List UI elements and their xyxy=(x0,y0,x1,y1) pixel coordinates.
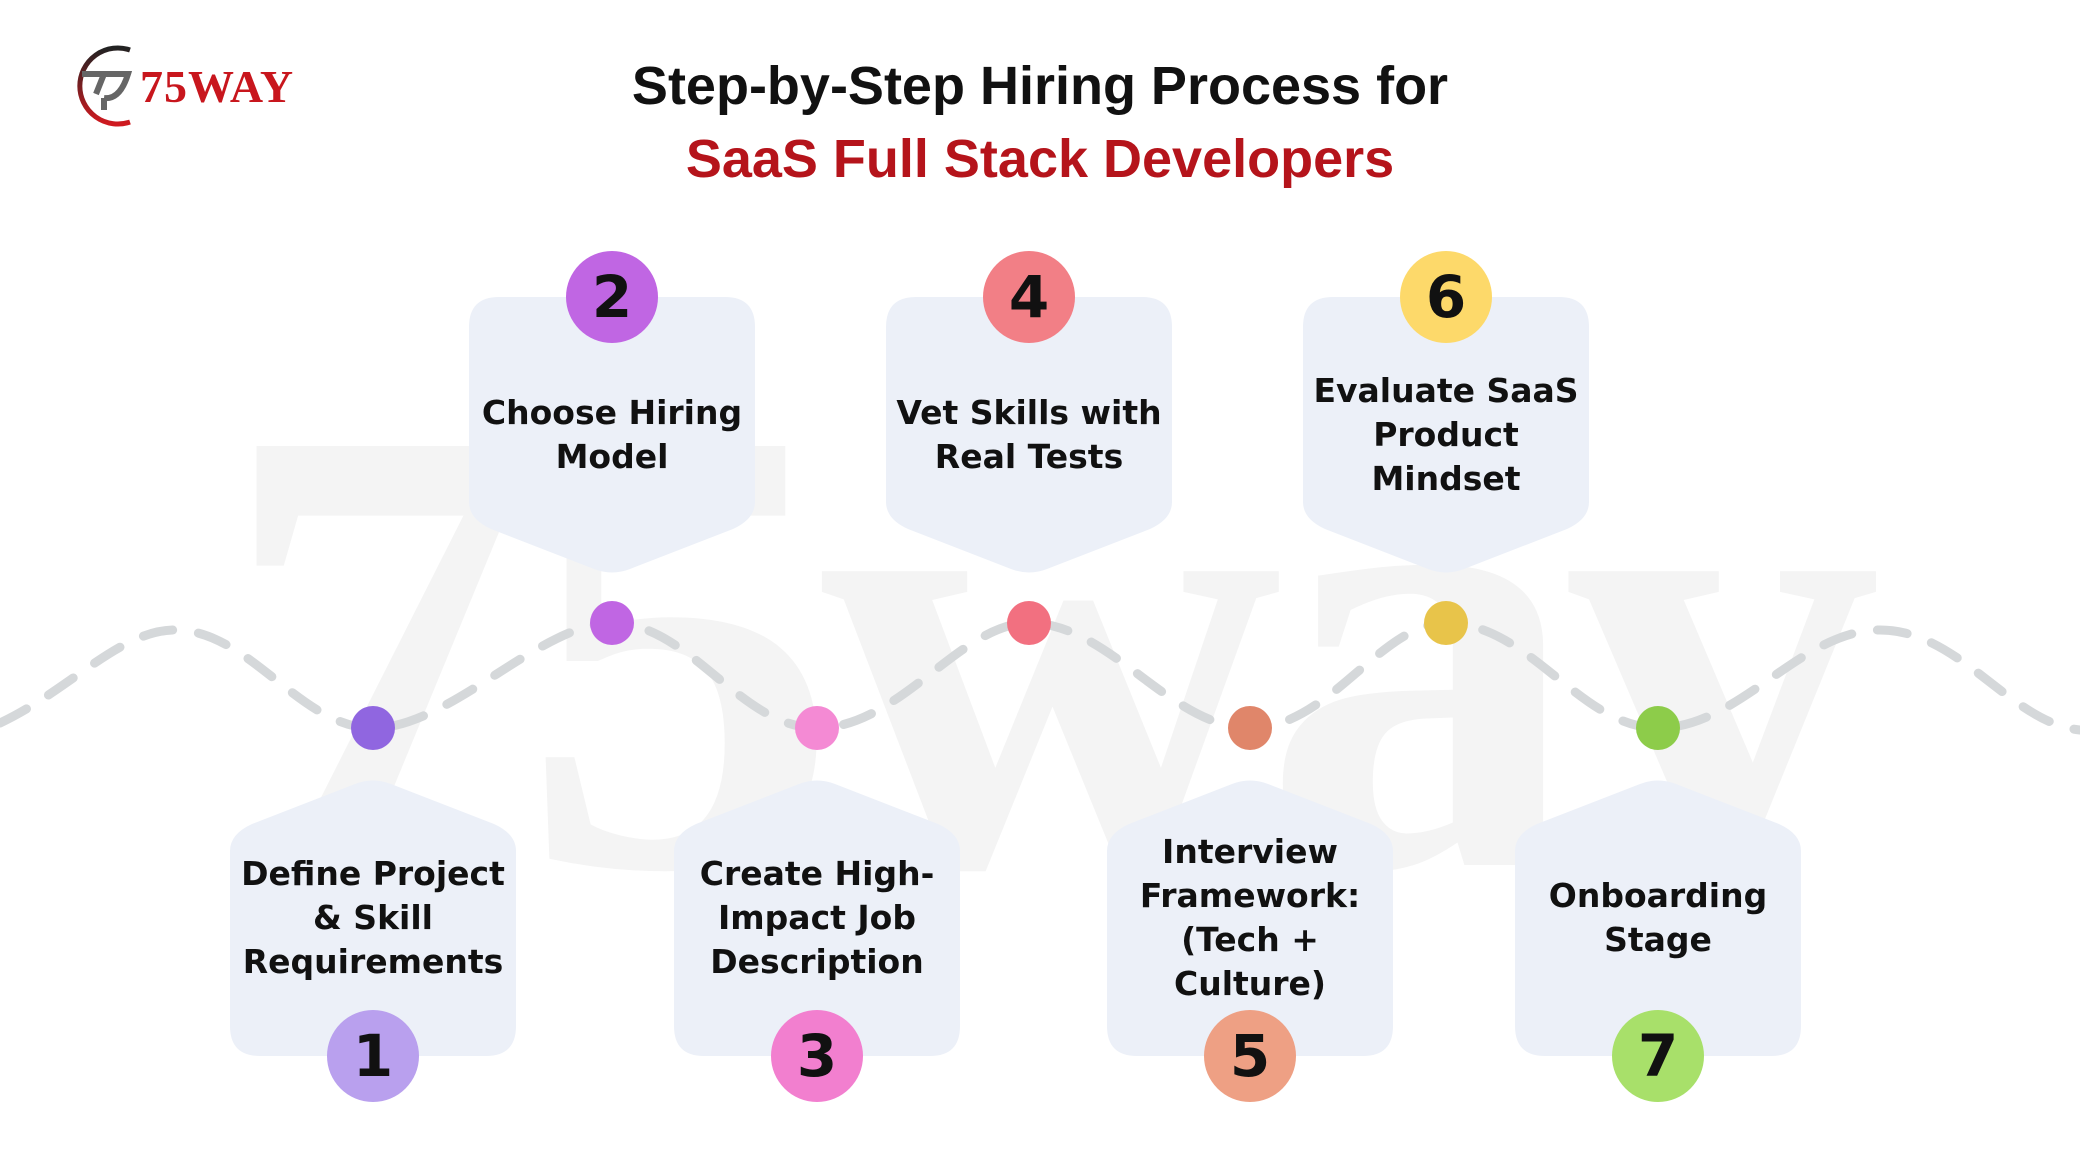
step-number-badge-6: 6 xyxy=(1400,251,1492,343)
step-number-badge-5: 5 xyxy=(1204,1010,1296,1102)
timeline-dot-6 xyxy=(1424,601,1468,645)
timeline-dot-7 xyxy=(1636,706,1680,750)
step-card-3 xyxy=(674,780,960,1056)
step-number-badge-2: 2 xyxy=(566,251,658,343)
timeline-dot-1 xyxy=(351,706,395,750)
step-label-1: Define Project & Skill Requirements xyxy=(241,854,505,981)
timeline-dot-5 xyxy=(1228,706,1272,750)
timeline-dot-4 xyxy=(1007,601,1051,645)
step-label-3: Create High-Impact Job Description xyxy=(699,854,935,981)
logo-ring-icon xyxy=(77,45,133,127)
step-label-2: Choose Hiring Model xyxy=(481,393,743,476)
step-card-2 xyxy=(469,297,755,573)
step-label-7: Onboarding Stage xyxy=(1548,876,1768,959)
step-label-5: Interview Framework: (Tech + Culture) xyxy=(1139,832,1361,1003)
timeline-dot-3 xyxy=(795,706,839,750)
step-number-badge-7: 7 xyxy=(1612,1010,1704,1102)
step-card-5 xyxy=(1107,780,1393,1056)
logo-text: 75WAY xyxy=(140,61,295,112)
step-label-6: Evaluate SaaS Product Mindset xyxy=(1313,371,1579,498)
step-card-6 xyxy=(1303,297,1589,573)
step-number-badge-3: 3 xyxy=(771,1010,863,1102)
title-line-2: SaaS Full Stack Developers xyxy=(685,129,1395,189)
step-card-4 xyxy=(886,297,1172,573)
step-number-badge-1: 1 xyxy=(327,1010,419,1102)
timeline-dot-2 xyxy=(590,601,634,645)
step-number-badge-4: 4 xyxy=(983,251,1075,343)
step-card-1 xyxy=(230,780,516,1056)
logo: 75WAY xyxy=(60,42,310,128)
step-card-7 xyxy=(1515,780,1801,1056)
title-line-1: Step-by-Step Hiring Process for xyxy=(631,56,1449,116)
step-label-4: Vet Skills with Real Tests xyxy=(896,393,1162,476)
